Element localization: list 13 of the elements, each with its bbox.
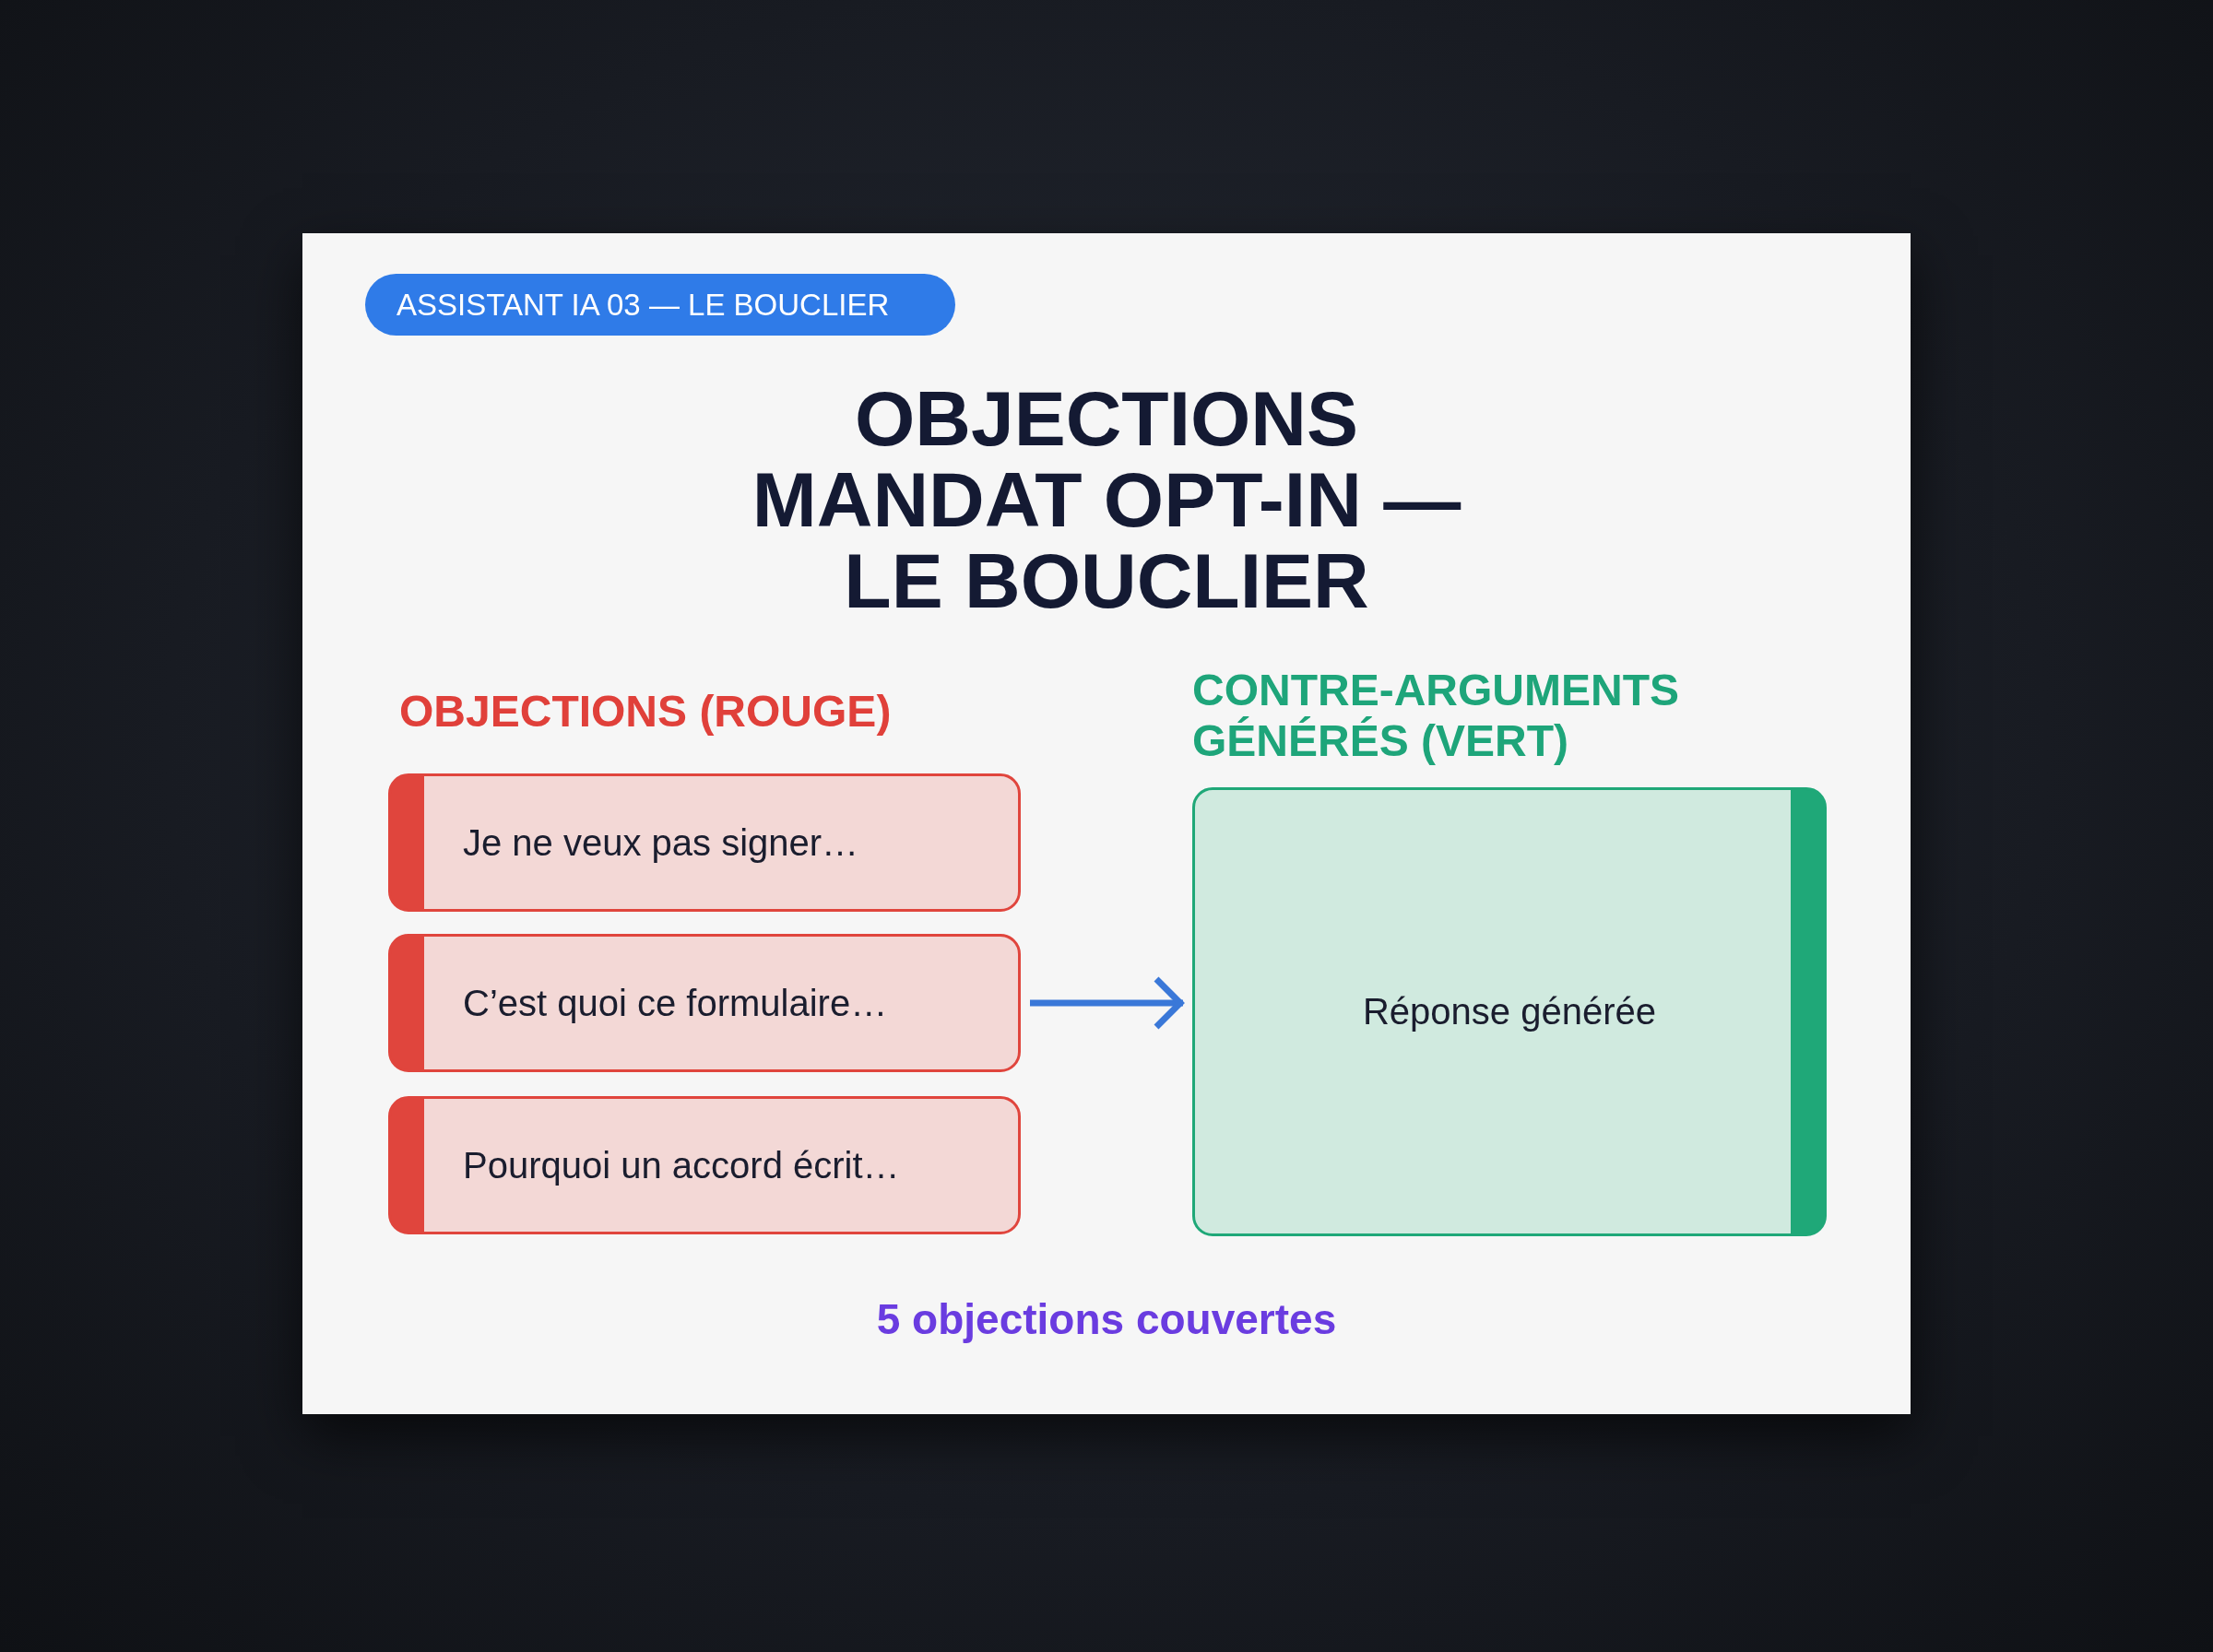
title: OBJECTIONS MANDAT OPT-IN — LE BOUCLIER <box>751 378 1462 621</box>
objection-card <box>388 773 1021 912</box>
response-text: Réponse générée <box>1363 991 1656 1032</box>
summary-text: 5 objections couvertes <box>876 1295 1337 1343</box>
objection-card <box>388 934 1021 1072</box>
response-card <box>1192 787 1827 1236</box>
column-heading: OBJECTIONS (ROUGE) <box>399 687 892 736</box>
objection-card <box>388 1096 1021 1234</box>
objection-text: C’est quoi ce formulaire… <box>463 982 888 1024</box>
column-heading: CONTRE-ARGUMENTS GÉNÉRÉS (VERT) <box>1192 666 1679 765</box>
objection-text: Je ne veux pas signer… <box>463 821 859 864</box>
objection-text: Pourquoi un accord écrit… <box>463 1144 900 1186</box>
tag-text: ASSISTANT IA 03 — LE BOUCLIER <box>396 287 890 323</box>
